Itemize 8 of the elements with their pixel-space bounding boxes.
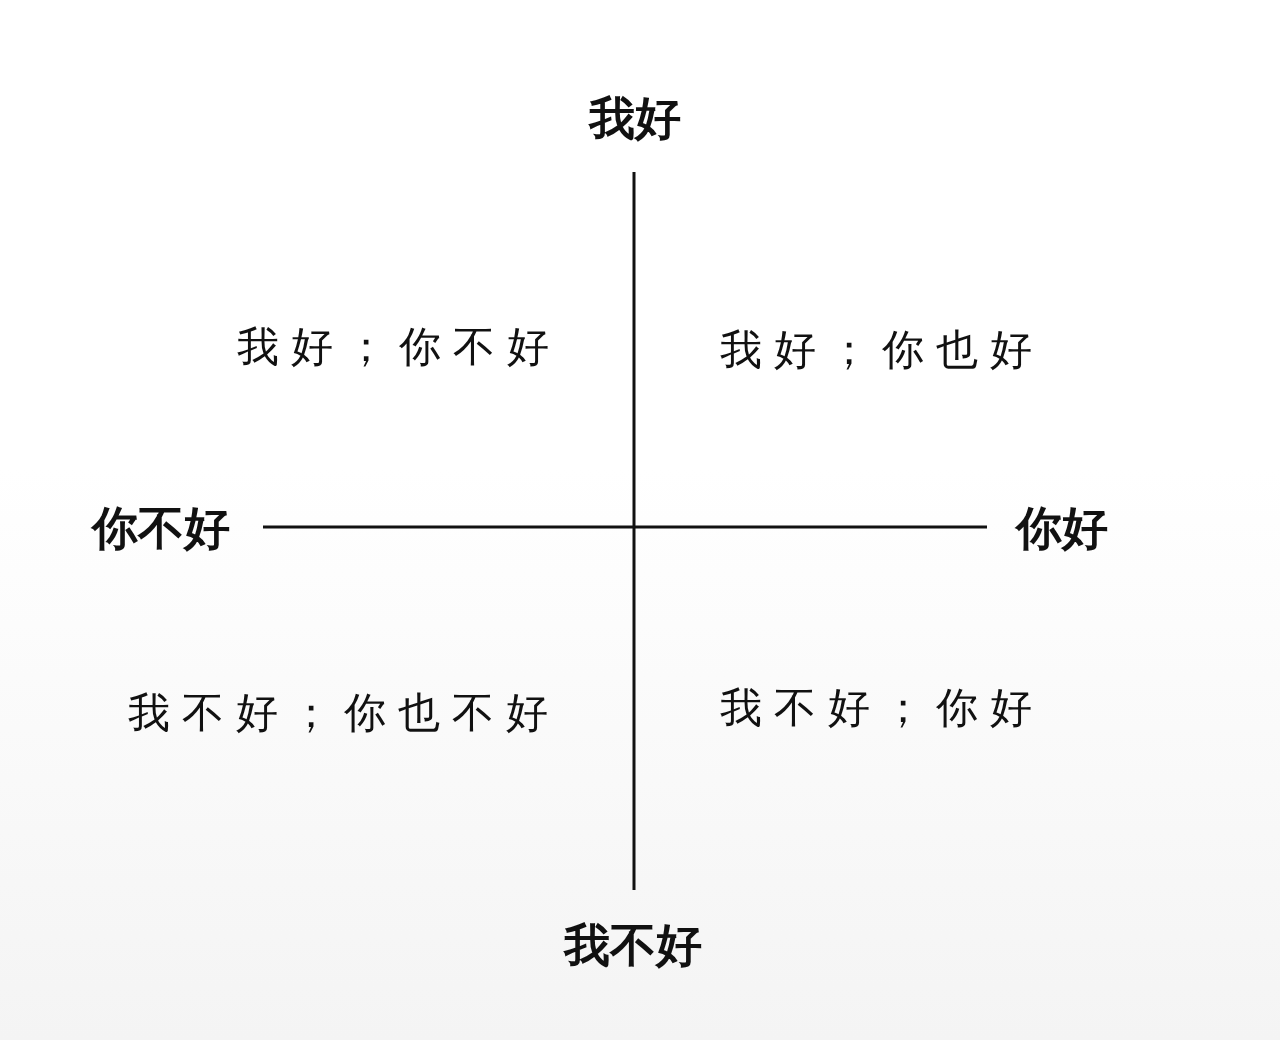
quadrant-label: 我不好；你也不好	[128, 690, 548, 737]
quadrant-label: 我好；你不好	[237, 324, 549, 371]
quadrant-label: 我不好；你好	[720, 685, 1032, 732]
quadrant-label: 我好；你也好	[720, 327, 1032, 374]
axis-label: 你不好	[92, 502, 230, 554]
axis-label: 我好	[589, 92, 681, 144]
axis-label: 我不好	[564, 919, 702, 971]
axis-label: 你好	[1016, 502, 1108, 554]
